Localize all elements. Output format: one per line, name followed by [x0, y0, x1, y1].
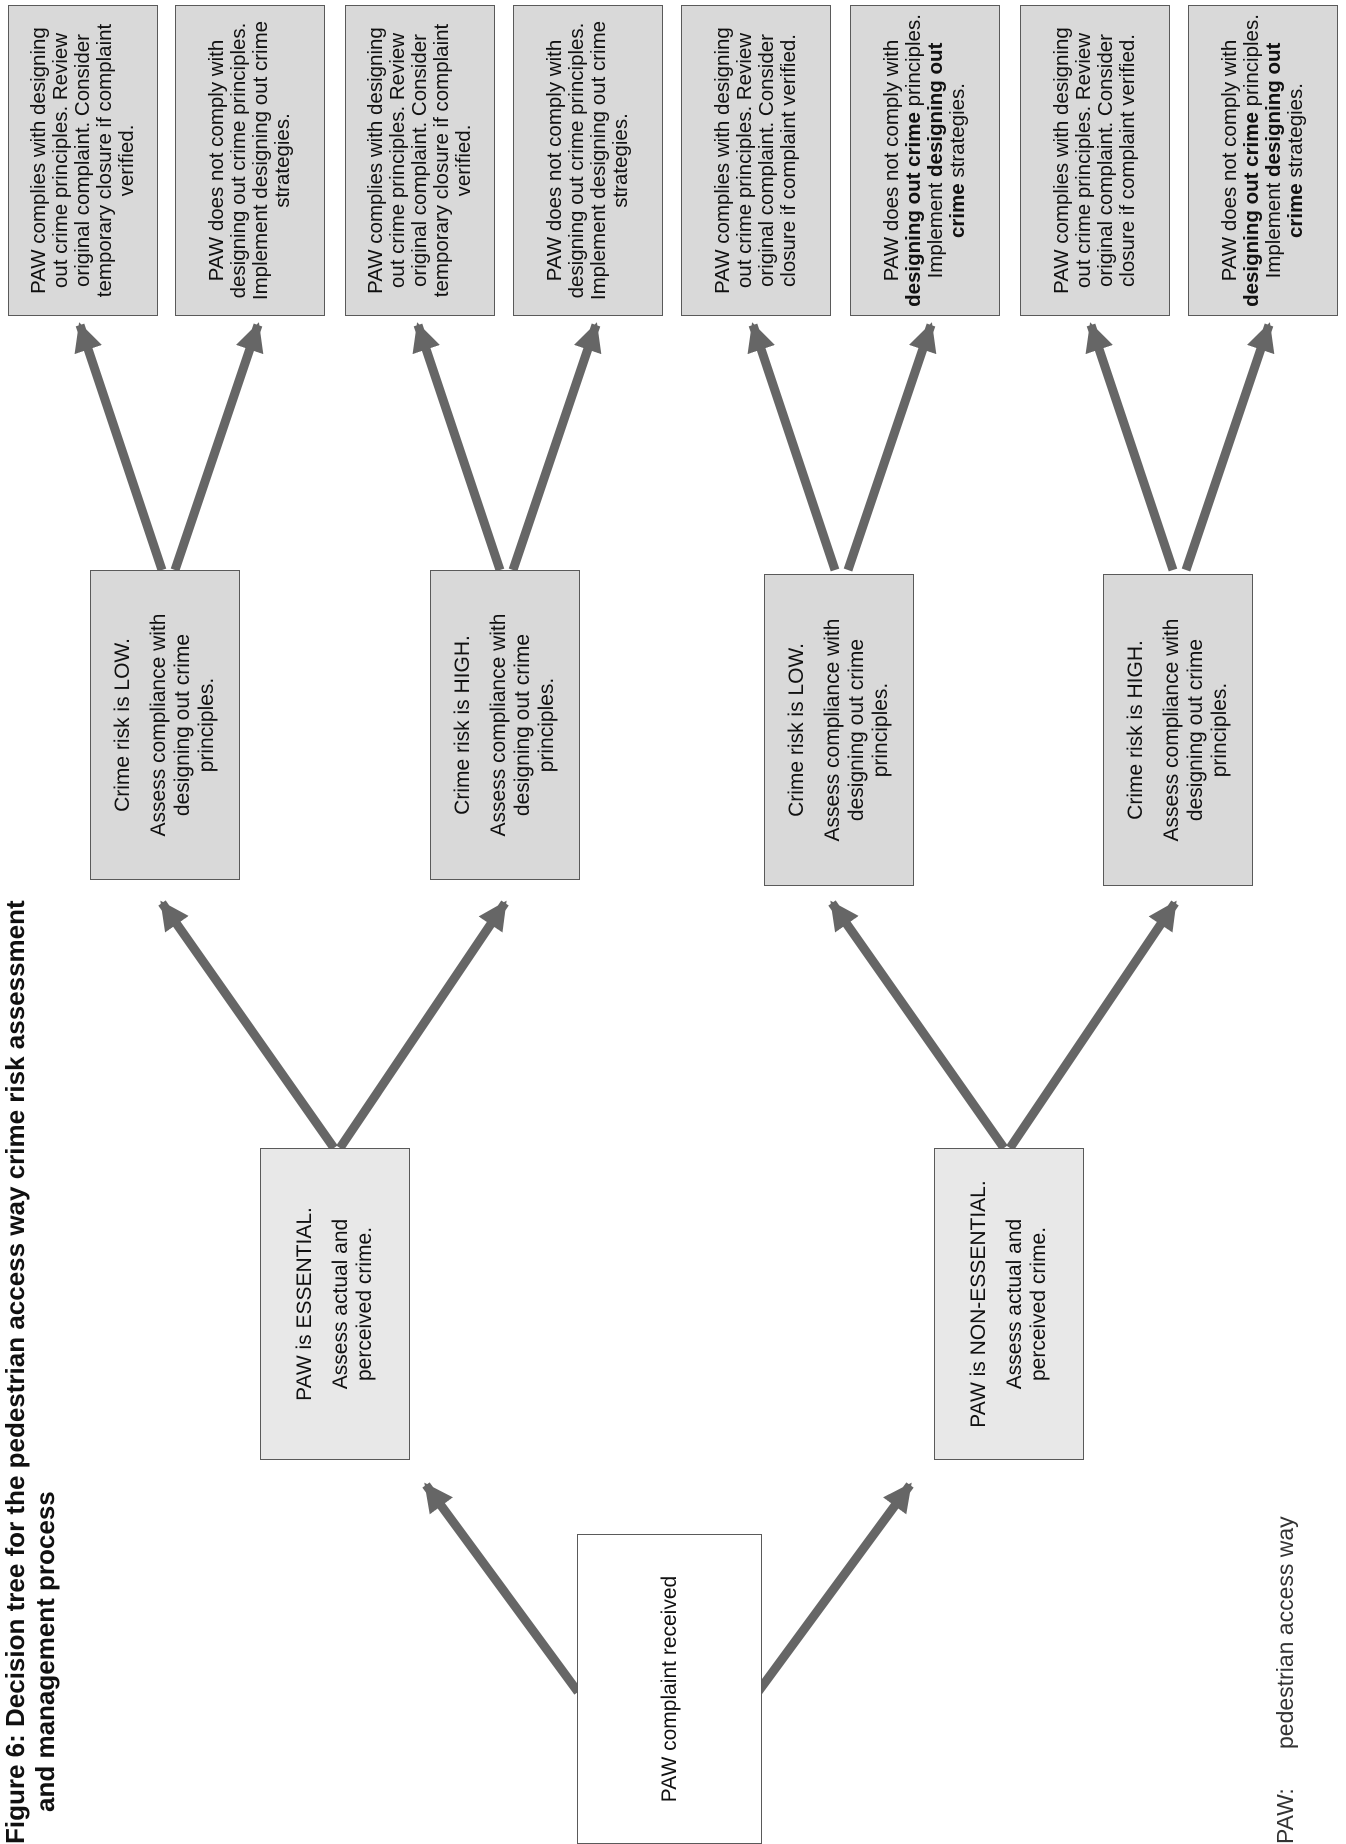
risk-low-nonessential-label: Crime risk is LOW. — [785, 643, 808, 817]
essential-status: PAW is ESSENTIAL. — [293, 1207, 316, 1401]
arrow-low2-to-notcomply — [843, 322, 937, 572]
arrow-low1-to-notcomply — [170, 322, 264, 572]
risk-high-essential-node: Crime risk is HIGH. Assess compliance wi… — [430, 570, 580, 880]
outcome-not-comply-2-text: PAW does not comply with designing out c… — [543, 20, 632, 301]
outcome-not-comply-1: PAW does not comply with designing out c… — [175, 5, 325, 316]
footnote-definition: pedestrian access way — [1272, 1516, 1298, 1749]
essential-action: Assess actual and perceived crime. — [329, 1218, 376, 1390]
outcome-not-comply-4-text: PAW does not comply with designing out c… — [1218, 14, 1307, 307]
risk-low-nonessential-node: Crime risk is LOW. Assess compliance wit… — [764, 574, 914, 886]
outcome-4-bold1: designing out crime — [1240, 112, 1263, 307]
outcome-4-post: strategies. — [1284, 83, 1307, 178]
outcome-not-comply-4: PAW does not comply with designing out c… — [1188, 5, 1338, 316]
outcome-3-pre: PAW does not comply with — [880, 39, 903, 282]
risk-high-nonessential-label: Crime risk is HIGH. — [1124, 640, 1147, 820]
arrow-high1-to-comply — [412, 322, 505, 572]
figure-title-line1: Figure 6: Decision tree for the pedestri… — [0, 900, 30, 1844]
arrow-high2-to-comply — [1085, 322, 1178, 572]
risk-high-nonessential-node: Crime risk is HIGH. Assess compliance wi… — [1103, 574, 1253, 886]
nonessential-action: Assess actual and perceived crime. — [1003, 1218, 1050, 1390]
outcome-not-comply-3: PAW does not comply with designing out c… — [850, 5, 1000, 316]
footnote: PAW: pedestrian access way — [1272, 1424, 1304, 1844]
outcome-3-bold1: designing out crime — [902, 112, 925, 307]
arrow-essential-to-high — [336, 900, 509, 1151]
outcome-complies-1: PAW complies with designing out crime pr… — [8, 5, 158, 316]
figure-title-line2: and management process — [30, 1491, 60, 1812]
arrow-low2-to-comply — [747, 322, 840, 572]
risk-high-essential-label: Crime risk is HIGH. — [451, 635, 474, 815]
outcome-complies-3-text: PAW complies with designing out crime pr… — [711, 27, 800, 294]
arrow-root-to-nonessential — [754, 1482, 914, 1695]
outcome-complies-4-text: PAW complies with designing out crime pr… — [1050, 27, 1139, 294]
outcome-complies-2: PAW complies with designing out crime pr… — [345, 5, 495, 316]
risk-low-nonessential-action: Assess compliance with designing out cri… — [821, 618, 892, 842]
arrow-nonessential-to-low — [828, 900, 1008, 1151]
arrow-high1-to-notcomply — [508, 322, 602, 572]
outcome-complies-3: PAW complies with designing out crime pr… — [681, 5, 831, 316]
arrow-essential-to-low — [158, 900, 338, 1151]
arrow-nonessential-to-high — [1006, 900, 1179, 1151]
outcome-complies-4: PAW complies with designing out crime pr… — [1020, 5, 1170, 316]
risk-low-essential-label: Crime risk is LOW. — [111, 638, 134, 812]
risk-low-essential-action: Assess compliance with designing out cri… — [147, 613, 218, 837]
outcome-complies-1-text: PAW complies with designing out crime pr… — [27, 23, 138, 298]
arrow-low1-to-comply — [74, 322, 167, 572]
root-label: PAW complaint received — [657, 1575, 681, 1803]
outcome-not-comply-1-text: PAW does not comply with designing out c… — [205, 20, 294, 301]
footnote-term: PAW: — [1272, 1788, 1298, 1844]
outcome-not-comply-3-text: PAW does not comply with designing out c… — [880, 14, 969, 307]
arrow-root-to-essential — [422, 1482, 582, 1695]
outcome-4-pre: PAW does not comply with — [1218, 39, 1241, 282]
nonessential-node: PAW is NON-ESSENTIAL. Assess actual and … — [934, 1148, 1084, 1460]
outcome-3-post: strategies. — [946, 83, 969, 178]
risk-low-essential-node: Crime risk is LOW. Assess compliance wit… — [90, 570, 240, 880]
essential-node: PAW is ESSENTIAL. Assess actual and perc… — [260, 1148, 410, 1460]
root-node: PAW complaint received — [577, 1534, 762, 1844]
figure-title: Figure 6: Decision tree for the pedestri… — [0, 844, 70, 1844]
risk-high-nonessential-action: Assess compliance with designing out cri… — [1160, 618, 1231, 842]
outcome-complies-2-text: PAW complies with designing out crime pr… — [364, 23, 475, 298]
outcome-not-comply-2: PAW does not comply with designing out c… — [513, 5, 663, 316]
nonessential-status: PAW is NON-ESSENTIAL. — [967, 1180, 990, 1428]
risk-high-essential-action: Assess compliance with designing out cri… — [487, 613, 558, 837]
arrow-high2-to-notcomply — [1181, 322, 1275, 572]
